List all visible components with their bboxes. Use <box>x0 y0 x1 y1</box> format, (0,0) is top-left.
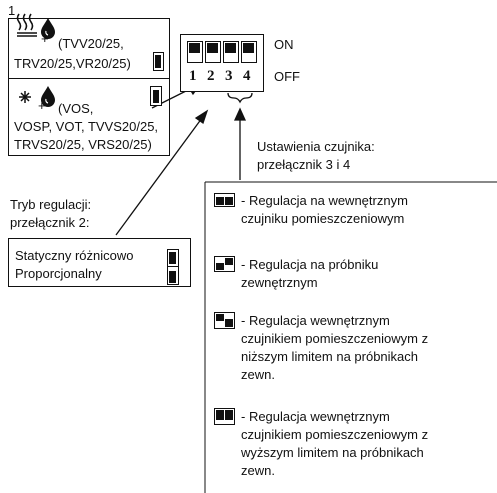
sensor-setting-3-icon <box>214 312 235 329</box>
sensor-setting-1-line1: - Regulacja na wewnętrznym <box>241 193 408 208</box>
mode-box: Statyczny różnicowo Proporcjonalny <box>8 238 191 287</box>
sensor-setting-4-line3: wyższym limitem na próbnikach <box>241 445 424 460</box>
heat-label-line1: (TVV20/25, <box>58 36 124 51</box>
cool-label-line3: TRVS20/25, VRS20/25) <box>14 137 152 152</box>
sensor-setting-3-line2: czujnikiem pomieszczeniowym z <box>241 331 429 346</box>
sensor-setting-4-line4: zewn. <box>241 463 275 478</box>
drop-icon-2 <box>41 86 55 107</box>
equipment-box <box>8 18 170 156</box>
dip-switch-block: 1 2 3 4 <box>180 34 264 92</box>
sensor-setting-2-line1: - Regulacja na próbniku <box>241 257 379 272</box>
dip-number-4: 4 <box>243 68 251 84</box>
drop-icon <box>41 18 55 39</box>
sensor-setting-4-line2: czujnikiem pomieszczeniowym z <box>241 427 429 442</box>
dip-number-2: 2 <box>207 68 215 84</box>
heat-label-line2: TRV20/25,VR20/25) <box>14 56 131 71</box>
heat-switch-indicator <box>153 52 164 71</box>
equipment-box-divider <box>8 78 170 79</box>
brace <box>227 92 253 104</box>
sensor-caption-line2: przełącznik 3 i 4 <box>257 157 351 172</box>
dip-number-1: 1 <box>189 68 197 84</box>
sensor-setting-1-icon <box>214 193 235 207</box>
mode-caption-line2: przełącznik 2: <box>10 215 90 230</box>
figure-number: 1 <box>8 3 16 18</box>
sensor-setting-3-line3: niższym limitem na próbnikach <box>241 349 419 364</box>
sensor-setting-2-line2: zewnętrznym <box>241 275 318 290</box>
dip-switch-1 <box>187 41 203 63</box>
sensor-setting-3-line4: zewn. <box>241 367 275 382</box>
sensor-caption-line1: Ustawienia czujnika: <box>257 139 375 154</box>
cool-switch-indicator <box>150 86 162 106</box>
mode-switch-proportional <box>167 266 179 285</box>
off-label: OFF <box>274 69 300 84</box>
on-label: ON <box>274 37 294 52</box>
dip-switch-4 <box>241 41 257 63</box>
mode-option-static: Statyczny różnicowo <box>15 248 134 263</box>
plus-sign-2: + <box>38 98 46 113</box>
mode-caption-line1: Tryb regulacji: <box>10 197 92 212</box>
sensor-setting-1-line2: czujniku pomieszczeniowym <box>241 211 405 226</box>
plus-sign: + <box>41 31 49 46</box>
dip-number-3: 3 <box>225 68 233 84</box>
heating-icon <box>16 13 37 37</box>
sensor-setting-2-icon <box>214 256 235 272</box>
sensor-setting-3-line1: - Regulacja wewnętrznym <box>241 313 390 328</box>
snowflake-icon <box>19 91 31 103</box>
sensor-setting-4-icon <box>214 408 235 425</box>
dip-switch-3 <box>223 41 239 63</box>
cool-label-line2: VOSP, VOT, TVVS20/25, <box>14 119 159 134</box>
sensor-setting-4-line1: - Regulacja wewnętrznym <box>241 409 390 424</box>
dip-switch-2 <box>205 41 221 63</box>
cool-label-line1: (VOS, <box>58 101 94 116</box>
mode-option-proportional: Proporcjonalny <box>15 266 102 281</box>
